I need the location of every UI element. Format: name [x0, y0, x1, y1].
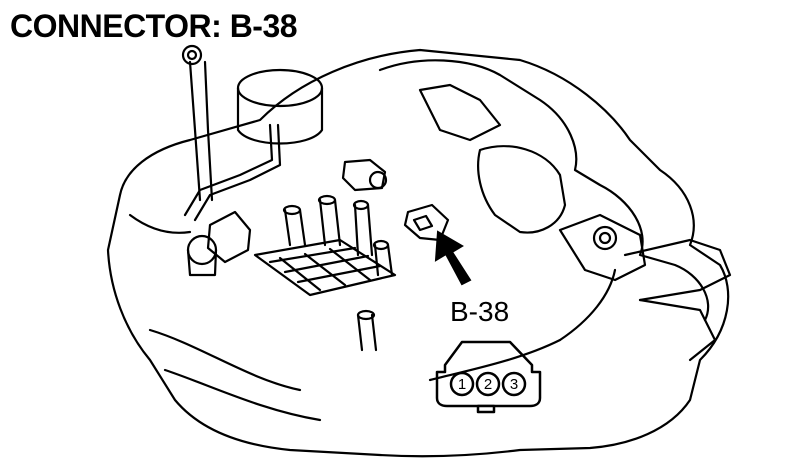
pin-2-label: 2: [484, 376, 492, 393]
engine-body: [106, 44, 732, 458]
pin-1-label: 1: [458, 376, 466, 393]
connector-face-diagram: [435, 340, 542, 414]
connector-pin-labels: 1 2 3: [458, 376, 518, 393]
pin-3-label: 3: [510, 376, 518, 393]
connector-callout-label: B-38: [450, 296, 510, 327]
pointer-arrow: [434, 230, 472, 286]
page-title: CONNECTOR: B-38: [10, 8, 298, 44]
